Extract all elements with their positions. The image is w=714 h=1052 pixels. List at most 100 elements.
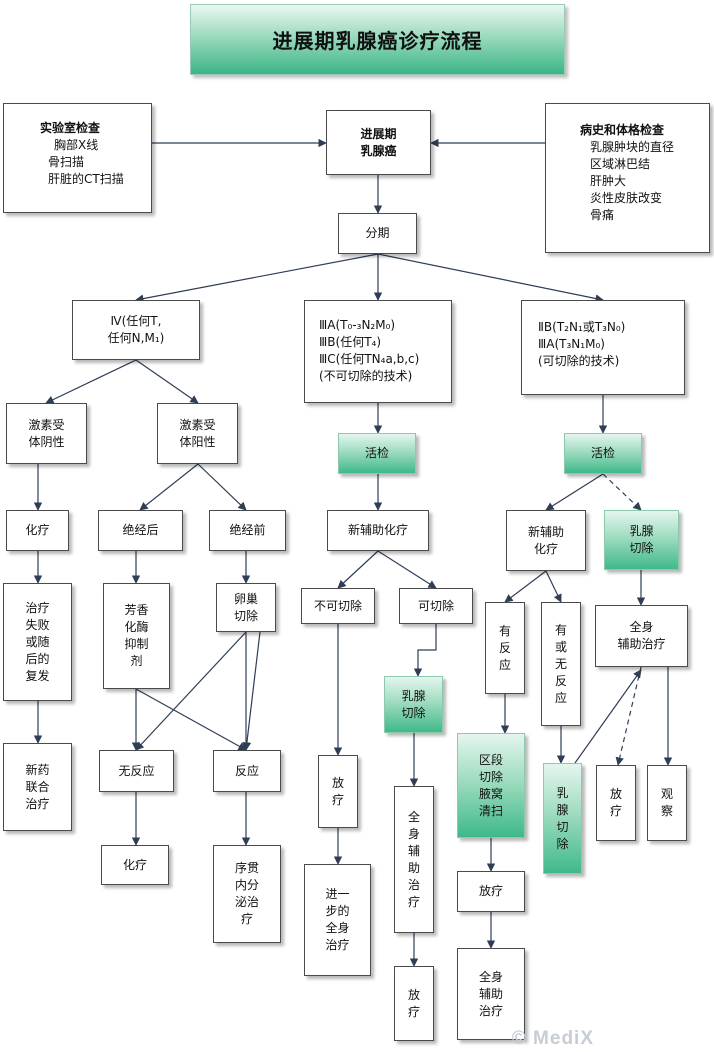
history-exam-item: 炎性皮肤改变	[590, 191, 663, 205]
radio-mid2-line: 放	[407, 987, 420, 1002]
lab-exam-heading: 实验室检查	[40, 121, 101, 135]
fail-line: 失败	[25, 617, 50, 632]
stage3-line: (不可切除的技术)	[319, 369, 413, 383]
stage4-line: Ⅳ(任何T,	[110, 314, 162, 328]
arrow-staging-to-stage2	[377, 253, 604, 303]
systemic-mid-line: 全	[407, 809, 420, 824]
mast-low-line: 乳	[556, 785, 569, 800]
systemic-right-line: 全身	[629, 620, 654, 634]
unresectable-box: 不可切除	[301, 588, 375, 624]
mastectomy-mid-box: 乳腺 切除	[384, 676, 443, 733]
arrow-resectable-to-mast	[413, 624, 437, 677]
observe-line: 察	[660, 804, 673, 818]
mast-mid-line: 切除	[401, 705, 426, 720]
fail-line: 治疗	[25, 600, 50, 615]
neoadj-right-line: 化疗	[533, 541, 558, 556]
arrow-neoadj-right-to-maybe	[545, 570, 562, 603]
further-line: 治疗	[325, 938, 350, 952]
further-systemic-box: 进一 步的 全身 治疗	[304, 864, 371, 976]
resp-maybe-line: 反	[554, 673, 567, 688]
arrow-aromatase-to-resp	[135, 688, 247, 751]
mast-low-line: 除	[556, 836, 569, 851]
seq-endo-line: 泌治	[234, 895, 259, 909]
dashed-arrow-biopsy-to-mast	[602, 473, 642, 511]
systemic-mid-line: 身	[407, 826, 420, 841]
further-line: 进一	[325, 887, 350, 901]
mast-low-line: 腺	[556, 802, 569, 817]
arrow-biopsy-to-neoadj-right	[545, 473, 604, 511]
response-box: 反应	[213, 750, 281, 792]
segment-line: 切除	[478, 769, 503, 784]
postmeno-box: 绝经后	[98, 510, 183, 551]
aromatase-box: 芳香 化酶 抑制 剂	[103, 583, 170, 689]
ovary-line: 切除	[233, 608, 258, 623]
systemic-mid-line: 疗	[407, 894, 420, 909]
radio-right-line: 疗	[609, 804, 622, 818]
history-exam-item: 骨痛	[590, 208, 615, 222]
further-line: 全身	[325, 921, 350, 935]
biopsy-right-box: 活检	[564, 433, 642, 474]
arrow-hrpos-to-premeno	[197, 463, 247, 511]
segmentectomy-box: 区段 切除 腋窝 清扫	[457, 733, 525, 838]
systemic-right-line: 辅助治疗	[617, 637, 666, 651]
systemic-bottom-line: 治疗	[478, 1003, 503, 1018]
biopsy-mid-box: 活检	[338, 433, 416, 474]
stage3-line: ⅢC(任何TN₄a,b,c)	[319, 352, 420, 366]
resp-maybe-line: 应	[554, 690, 567, 705]
radio-mid-line: 放	[331, 775, 344, 790]
arrow-unresectable-to-radio	[242, 631, 261, 751]
fail-line: 或随	[25, 634, 50, 649]
stage3-line: ⅢA(T₀-₃N₂M₀)	[319, 318, 396, 332]
systemic-mid-line: 辅	[407, 843, 420, 858]
mastectomy-low-box: 乳 腺 切 除	[543, 763, 582, 874]
sequential-endocrine-box: 序贯 内分 泌治 疗	[213, 845, 281, 943]
history-exam-item: 乳腺肿块的直径	[590, 140, 675, 154]
resp-maybe-line: 有	[554, 622, 567, 637]
lab-exam-item: 骨扫描	[48, 155, 85, 169]
history-exam-box: 病史和体格检查 乳腺肿块的直径 区域淋巴结 肝肿大 炎性皮肤改变 骨痛	[545, 103, 710, 253]
mast-line: 切除	[629, 541, 654, 555]
arrow-ovary-to-noresp	[135, 631, 247, 751]
radio-mid2-line: 疗	[407, 1004, 420, 1019]
new-drug-line: 联合	[25, 779, 50, 794]
aromatase-line: 抑制	[124, 637, 149, 651]
hr-pos-line: 激素受	[179, 417, 216, 432]
chemo-left-box: 化疗	[6, 510, 69, 551]
stage3-box: ⅢA(T₀-₃N₂M₀) ⅢB(任何T₄) ⅢC(任何TN₄a,b,c) (不可…	[304, 300, 452, 403]
arrow-mastlow-to-systemic	[574, 669, 642, 764]
systemic-bottom-line: 辅助	[478, 986, 503, 1001]
fail-line: 后的	[25, 651, 50, 666]
stage2-line: (可切除的技术)	[538, 354, 620, 368]
advanced-cancer-box: 进展期 乳腺癌	[326, 110, 431, 175]
mast-low-line: 切	[556, 819, 569, 834]
segment-line: 腋窝	[478, 786, 503, 801]
diagram-title: 进展期乳腺癌诊疗流程	[190, 4, 565, 75]
hr-neg-line: 体阴性	[28, 434, 65, 449]
neoadj-right-line: 新辅助	[527, 524, 564, 539]
resp-maybe-line: 无	[554, 656, 567, 671]
observe-line: 观	[660, 787, 673, 801]
arrow-neoadj-to-resectable	[377, 550, 437, 589]
segment-line: 区段	[478, 752, 503, 767]
radio-mid-line: 疗	[331, 792, 344, 807]
stage2-line: ⅢA(T₃N₁M₀)	[538, 337, 605, 351]
seq-endo-line: 疗	[240, 912, 253, 926]
stage4-box: Ⅳ(任何T, 任何N,M₁)	[72, 300, 200, 360]
aromatase-line: 芳香	[124, 603, 149, 617]
segment-line: 清扫	[478, 803, 503, 818]
aromatase-line: 化酶	[124, 620, 149, 634]
systemic-mid-line: 治	[407, 877, 420, 892]
further-line: 步的	[325, 904, 350, 918]
neoadj-mid-box: 新辅助化疗	[327, 510, 429, 551]
hr-positive-box: 激素受 体阳性	[157, 403, 238, 464]
arrow-stage4-to-hrneg	[45, 359, 137, 404]
radiotherapy-mid-box: 放 疗	[318, 755, 358, 828]
staging-box: 分期	[338, 213, 417, 254]
response-yes-box: 有 反 应	[485, 602, 525, 694]
watermark: © MediX	[511, 1028, 594, 1049]
treatment-failure-box: 治疗 失败 或随 后的 复发	[3, 583, 72, 701]
aromatase-line: 剂	[130, 654, 143, 668]
hr-neg-line: 激素受	[28, 417, 65, 432]
systemic-bottom-line: 全身	[478, 969, 503, 984]
